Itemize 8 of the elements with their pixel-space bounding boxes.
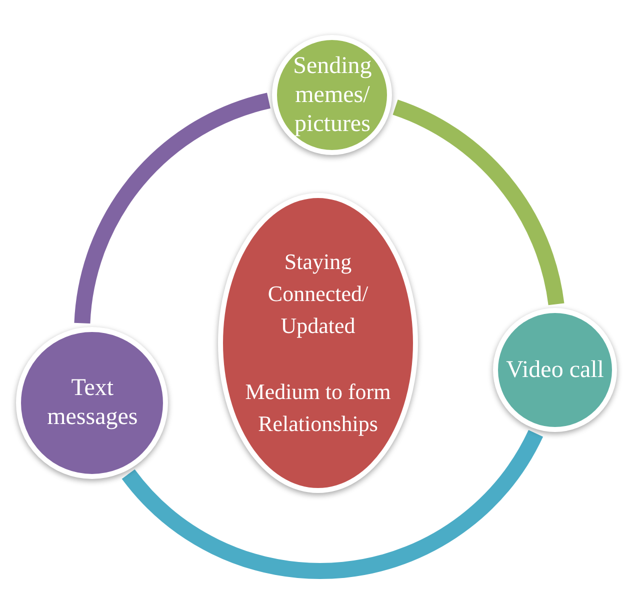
- ring-arc: [74, 92, 271, 324]
- node-text: Text messages: [46, 374, 139, 432]
- node-text: Video call: [505, 356, 605, 385]
- ring-arc: [392, 100, 564, 306]
- ring-arc: [122, 430, 543, 579]
- node-text: Sending memes/ pictures: [292, 52, 373, 138]
- node-text: Medium to form Relationships: [244, 378, 392, 438]
- node-text: Staying Connected/ Updated: [266, 248, 370, 340]
